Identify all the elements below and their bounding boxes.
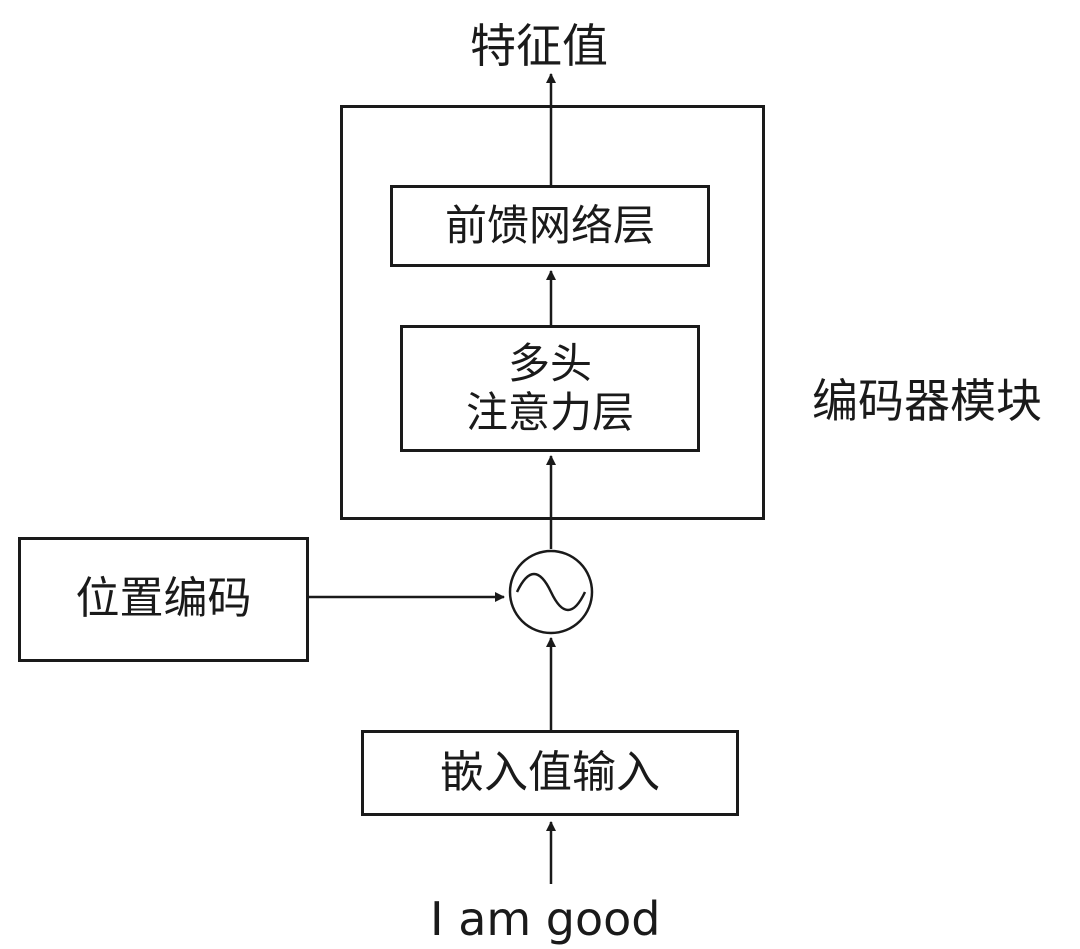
embedding-input-label: 嵌入值输入 [440,746,660,798]
multi-head-attention-label-line2: 注意力层 [465,387,634,437]
add-circle [508,549,594,635]
output-feature-label: 特征值 [470,19,608,73]
input-sentence-label: I am good [430,892,661,946]
positional-encoding-label: 位置编码 [75,573,252,625]
sine-icon [515,572,587,612]
multi-head-attention-label-line1: 多头 [507,339,592,389]
positional-encoding-box: 位置编码 [18,537,309,662]
embedding-input-box: 嵌入值输入 [361,730,739,816]
feed-forward-layer-box: 前馈网络层 [390,185,710,267]
multi-head-attention-box: 多头 注意力层 [400,325,700,452]
feed-forward-layer-label: 前馈网络层 [444,200,655,250]
encoder-module-label: 编码器模块 [812,374,1042,428]
encoder-module-box [340,105,765,520]
